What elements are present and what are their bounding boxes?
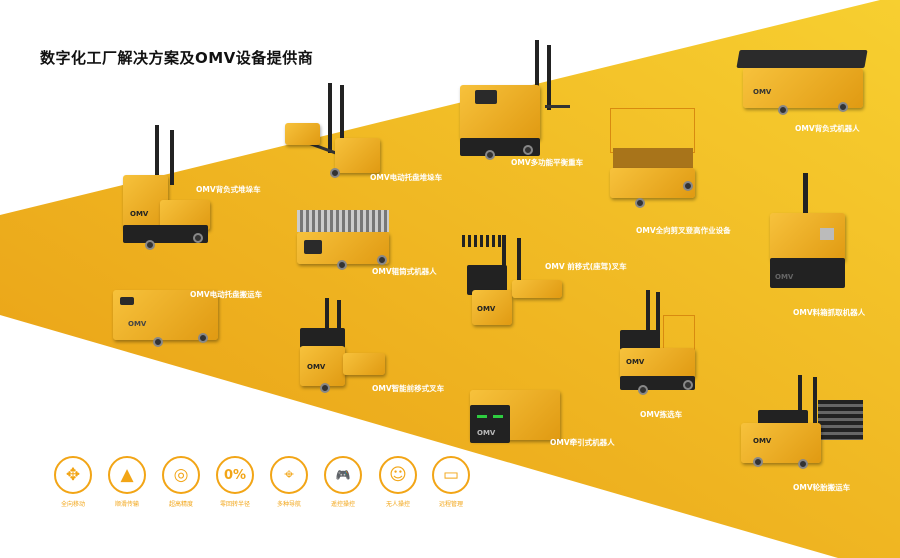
page-title: 数字化工厂解决方案及OMV设备提供商 [40,49,314,67]
monitor-icon: ▭ [432,456,470,494]
feature-unmanned: ☺无人操控 [378,456,418,508]
omv-logo: OMV [626,358,645,366]
product-towing-robot[interactable]: OMV [465,385,565,450]
target-icon: ◎ [162,456,200,494]
product-label: OMV电动托盘堆垛车 [370,173,443,182]
robot-icon: ☺ [379,456,417,494]
pyramid-layers-icon: ▲ [108,456,146,494]
product-label: OMV牵引式机器人 [550,438,615,447]
omnidirectional-arrows-icon: ✥ [54,456,92,494]
product-label: OMV轮胎搬运车 [793,483,851,492]
feature-high-precision: ◎超高精度 [161,456,201,508]
product-tire-handling-truck[interactable]: OMV [738,375,865,475]
omv-logo: OMV [753,88,772,96]
product-reach-truck-seated[interactable]: OMV [462,230,565,330]
product-piggyback-robot[interactable]: OMV [736,50,868,120]
product-label: OMV全向剪叉登高作业设备 [636,226,731,235]
feature-smooth-transfer: ▲顺滑传输 [107,456,147,508]
product-label: OMV智能前移式叉车 [372,384,445,393]
product-electric-pallet-truck[interactable]: OMV [108,285,225,355]
product-label: OMV料箱抓取机器人 [793,308,866,317]
product-counterbalance-truck[interactable] [455,40,570,165]
feature-remote-management: ▭远程管理 [431,456,471,508]
product-roller-robot[interactable] [292,210,395,275]
omv-logo: OMV [128,320,147,328]
feature-remote-control: 🎮遥控操控 [323,456,363,508]
product-scissor-lift[interactable] [605,103,700,215]
product-piggyback-stacker[interactable]: OMV [115,125,215,260]
product-electric-pallet-stacker[interactable] [280,83,385,183]
omv-logo: OMV [477,305,496,313]
feature-omnidirectional: ✥全向移动 [53,456,93,508]
product-label: OMV多功能平衡重车 [511,158,584,167]
feature-zero-turn-radius: 0%零回转半径 [215,456,255,508]
product-bin-picking-robot[interactable]: OMV [765,173,850,298]
product-label: OMV背负式机器人 [795,124,860,133]
product-order-picker[interactable]: OMV [618,290,700,400]
gamepad-icon: 🎮 [324,456,362,494]
zero-percent-icon: 0% [216,456,254,494]
product-smart-reach-truck[interactable]: OMV [295,298,390,395]
omv-logo: OMV [753,437,772,445]
product-label: OMV拣选车 [640,410,683,419]
product-label: OMV辊筒式机器人 [372,267,437,276]
map-pin-icon: ⌖ [270,456,308,494]
product-label: OMV 前移式(座驾)叉车 [545,262,627,271]
omv-logo: OMV [775,273,794,281]
product-label: OMV背负式堆垛车 [196,185,261,194]
omv-logo: OMV [307,363,326,371]
feature-multi-navigation: ⌖多种导航 [269,456,309,508]
omv-logo: OMV [477,429,496,437]
omv-logo: OMV [130,210,149,218]
product-label: OMV电动托盘搬运车 [190,290,263,299]
